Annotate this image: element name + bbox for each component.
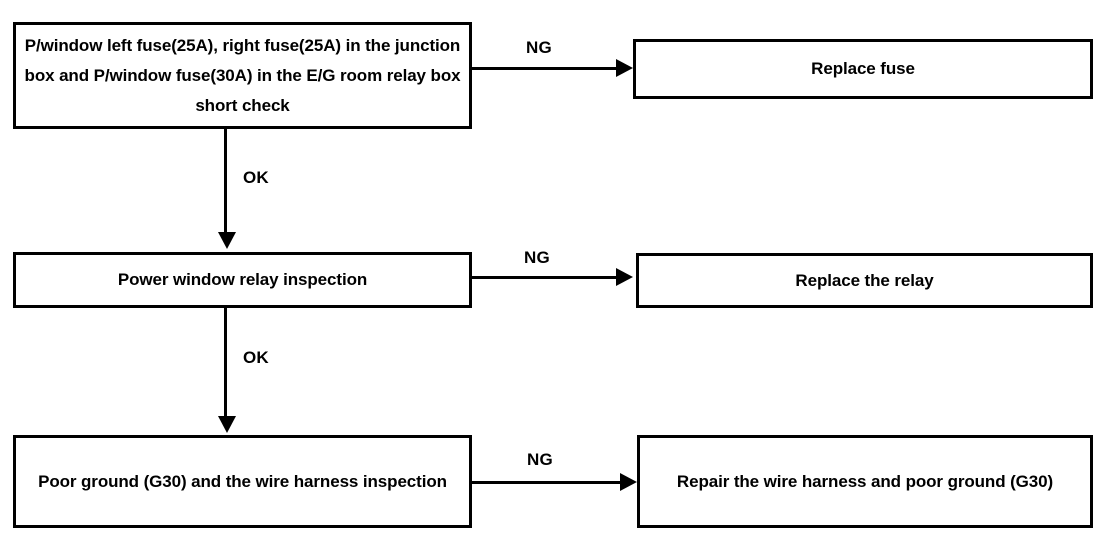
node-check-fuses: P/window left fuse(25A), right fuse(25A)…	[13, 22, 472, 129]
edge-ng-3-label: NG	[527, 450, 553, 469]
edge-ok-2-arrowhead	[218, 416, 236, 433]
edge-ng-1-label: NG	[526, 38, 552, 57]
edge-ok-1-arrowhead	[218, 232, 236, 249]
edge-ng-2-line	[472, 276, 620, 279]
node-check-relay: Power window relay inspection	[13, 252, 472, 308]
node-replace-fuse: Replace fuse	[633, 39, 1093, 99]
edge-ng-2-label: NG	[524, 248, 550, 267]
edge-ok-2-line	[224, 308, 227, 418]
node-replace-relay-label: Replace the relay	[795, 270, 934, 290]
edge-ok-1-line	[224, 129, 227, 234]
node-check-ground-label: Poor ground (G30) and the wire harness i…	[38, 471, 447, 491]
edge-ok-1-label: OK	[243, 168, 269, 187]
edge-ng-3-line	[472, 481, 620, 484]
node-repair-harness: Repair the wire harness and poor ground …	[637, 435, 1093, 528]
edge-ng-3-arrowhead	[620, 473, 637, 491]
node-replace-fuse-label: Replace fuse	[811, 59, 915, 78]
node-check-relay-label: Power window relay inspection	[117, 270, 368, 289]
node-repair-harness-label: Repair the wire harness and poor ground …	[676, 471, 1054, 491]
edge-ng-1-line	[472, 67, 620, 70]
edge-ok-2-label: OK	[243, 348, 269, 367]
node-check-ground: Poor ground (G30) and the wire harness i…	[13, 435, 472, 528]
edge-ng-2-arrowhead	[616, 268, 633, 286]
node-replace-relay: Replace the relay	[636, 253, 1093, 308]
node-check-fuses-label: P/window left fuse(25A), right fuse(25A)…	[24, 35, 461, 115]
edge-ng-1-arrowhead	[616, 59, 633, 77]
